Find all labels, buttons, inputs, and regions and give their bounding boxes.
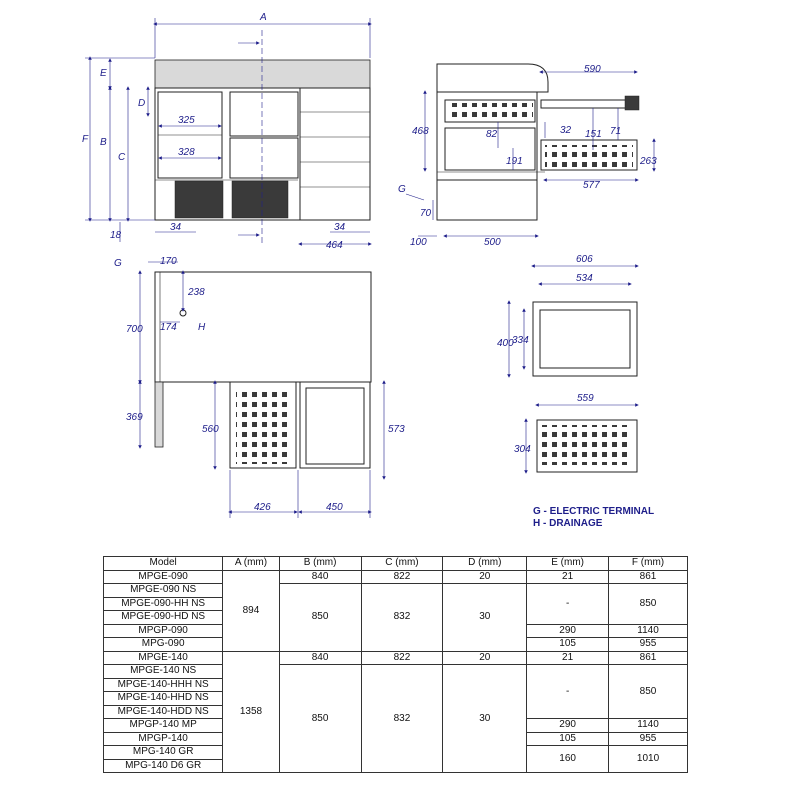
- side-view: 590 468 82 32 151 71 191 263 577 G 70 10…: [398, 63, 657, 248]
- table-row: MPGE-090 894 840 822 20 21 861: [102, 569, 688, 652]
- dim-34-right: 34: [334, 222, 346, 233]
- a-value: 1358: [222, 650, 280, 773]
- tray-detail: 559 304: [514, 393, 639, 474]
- dim-606: 606: [576, 254, 593, 265]
- front-view: A F E B C D 18 325 328 34 34 464: [82, 12, 372, 251]
- header-a: A (mm): [222, 556, 280, 571]
- dim-H-top: H: [198, 322, 206, 333]
- a-value: 894: [222, 569, 280, 652]
- header-b: B (mm): [278, 556, 362, 571]
- dim-426: 426: [254, 502, 271, 513]
- dim-334: 334: [512, 335, 529, 346]
- legend-electric-terminal: G - ELECTRIC TERMINAL: [533, 506, 655, 517]
- dim-400: 400: [497, 338, 514, 349]
- dim-100: 100: [410, 237, 427, 248]
- dim-174: 174: [160, 322, 177, 333]
- header-e: E (mm): [526, 556, 610, 571]
- table-row: MPG-090 105 955: [102, 637, 688, 652]
- table-header-row: Model A (mm) B (mm) C (mm) D (mm) E (mm)…: [102, 556, 688, 571]
- dim-700: 700: [126, 324, 143, 335]
- dim-500: 500: [484, 237, 501, 248]
- dim-325: 325: [178, 115, 195, 126]
- dim-34-left: 34: [170, 222, 182, 233]
- dim-E: E: [100, 68, 107, 79]
- dim-G-top: G: [114, 258, 122, 269]
- table-row: MPGE-090 NS 850 832 30 - 850: [102, 583, 688, 652]
- dim-71: 71: [610, 126, 621, 137]
- legend: G - ELECTRIC TERMINAL H - DRAINAGE: [533, 506, 654, 530]
- header-f: F (mm): [608, 556, 688, 571]
- dim-328: 328: [178, 147, 195, 158]
- dim-170: 170: [160, 256, 177, 267]
- dim-560: 560: [202, 424, 219, 435]
- dim-F: F: [82, 134, 89, 145]
- dim-82: 82: [486, 129, 498, 140]
- dim-D: D: [138, 98, 145, 109]
- top-view: 700 G 170 238 174 H 369 560 573 426 450: [114, 256, 405, 518]
- dim-559: 559: [577, 393, 594, 404]
- dim-369: 369: [126, 412, 143, 423]
- table-row: MPG-140 GR 160 1010: [102, 745, 688, 773]
- dim-151: 151: [585, 129, 602, 140]
- dim-B: B: [100, 137, 107, 148]
- dim-238: 238: [187, 287, 205, 298]
- dim-450: 450: [326, 502, 343, 513]
- dim-573: 573: [388, 424, 405, 435]
- dim-534: 534: [576, 273, 593, 284]
- dim-191: 191: [506, 156, 523, 167]
- dim-70: 70: [420, 208, 432, 219]
- dim-468: 468: [412, 126, 429, 137]
- dim-C: C: [118, 152, 126, 163]
- table-row: MPGE-140 1358 840 822 20 21 861: [102, 650, 688, 773]
- technical-drawing: A F E B C D 18 325 328 34 34 464: [82, 12, 657, 518]
- dim-464: 464: [326, 240, 343, 251]
- legend-drainage: H - DRAINAGE: [533, 518, 603, 529]
- table-row: MPG-140 D6 GR: [102, 758, 688, 773]
- table-row: MPGE-140 NS 850 832 30 - 850: [102, 664, 688, 773]
- dim-577: 577: [583, 180, 600, 191]
- dim-32: 32: [560, 125, 572, 136]
- dim-263: 263: [639, 156, 657, 167]
- header-d: D (mm): [442, 556, 528, 571]
- dimensions-table: Model A (mm) B (mm) C (mm) D (mm) E (mm)…: [102, 556, 688, 773]
- table-row: MPGP-140 MP 290 1140: [102, 718, 688, 733]
- pan-detail: 606 534 400 334: [497, 254, 639, 378]
- dim-304: 304: [514, 444, 531, 455]
- dim-590: 590: [584, 64, 601, 75]
- dim-A: A: [259, 12, 267, 23]
- dim-18: 18: [110, 230, 122, 241]
- header-model: Model: [102, 556, 224, 571]
- dim-G-side: G: [398, 184, 406, 195]
- header-c: C (mm): [360, 556, 444, 571]
